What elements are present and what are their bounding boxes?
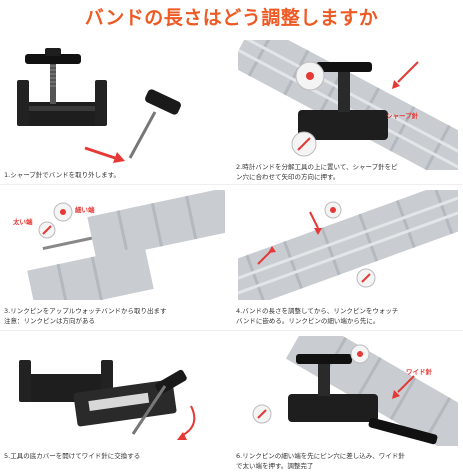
caption-line: 5.工具の底カバーを開けてワイド針に交換する xyxy=(4,452,141,460)
caption-line: 注意：リンクピンは方向がある xyxy=(4,317,95,325)
step-1-image xyxy=(5,40,225,170)
step-3-caption: 3.リンクピンをアップルウォッチバンドから取り出ます 注意：リンクピンは方向があ… xyxy=(4,306,229,326)
caption-line: で太い端を押す。調整完了 xyxy=(236,462,314,470)
thin-end-label: 細い端 xyxy=(75,206,95,214)
caption-line: 2.時計バンドを分解工具の上に置いて、シャープ針をピ xyxy=(236,163,398,171)
step-5-caption: 5.工具の底カバーを開けてワイド針に交換する xyxy=(4,451,229,461)
caption-line: 4.バンドの長さを調整してから、リンクピンをウォッチ xyxy=(236,307,399,315)
step-3-image: 細い端 太い端 xyxy=(5,190,225,320)
divider xyxy=(0,330,463,331)
step-6-image: ワイド針 xyxy=(238,336,458,466)
step-5-image xyxy=(5,336,225,466)
step-2-caption: 2.時計バンドを分解工具の上に置いて、シャープ針をピ ン穴に合わせて矢印の方向に… xyxy=(236,162,461,182)
page-title: バンドの長さはどう調整しますか xyxy=(84,7,379,29)
caption-line: 1.シャープ針でバンドを取り外します。 xyxy=(4,171,120,179)
caption-line: ン穴に合わせて矢印の方向に押す。 xyxy=(236,173,340,181)
step-6-caption: 6.リンクピンの細い端を先にピン穴に差し込み、ワイド針 で太い端を押す。調整完了 xyxy=(236,451,461,471)
step-4-image xyxy=(238,190,458,320)
sharp-needle-label: シャープ針 xyxy=(386,112,419,120)
step-4-caption: 4.バンドの長さを調整してから、リンクピンをウォッチ バンドに嵌める。リンクピン… xyxy=(236,306,461,326)
step-2-image: シャープ針 xyxy=(238,40,458,170)
thick-end-label: 太い端 xyxy=(13,218,33,226)
wide-needle-label: ワイド針 xyxy=(406,368,432,376)
divider xyxy=(0,184,463,185)
step-1-caption: 1.シャープ針でバンドを取り外します。 xyxy=(4,170,229,180)
caption-line: 6.リンクピンの細い端を先にピン穴に差し込み、ワイド針 xyxy=(236,452,405,460)
caption-line: バンドに嵌める。リンクピンの細い端から先に。 xyxy=(236,317,380,325)
caption-line: 3.リンクピンをアップルウォッチバンドから取り出ます xyxy=(4,307,167,315)
